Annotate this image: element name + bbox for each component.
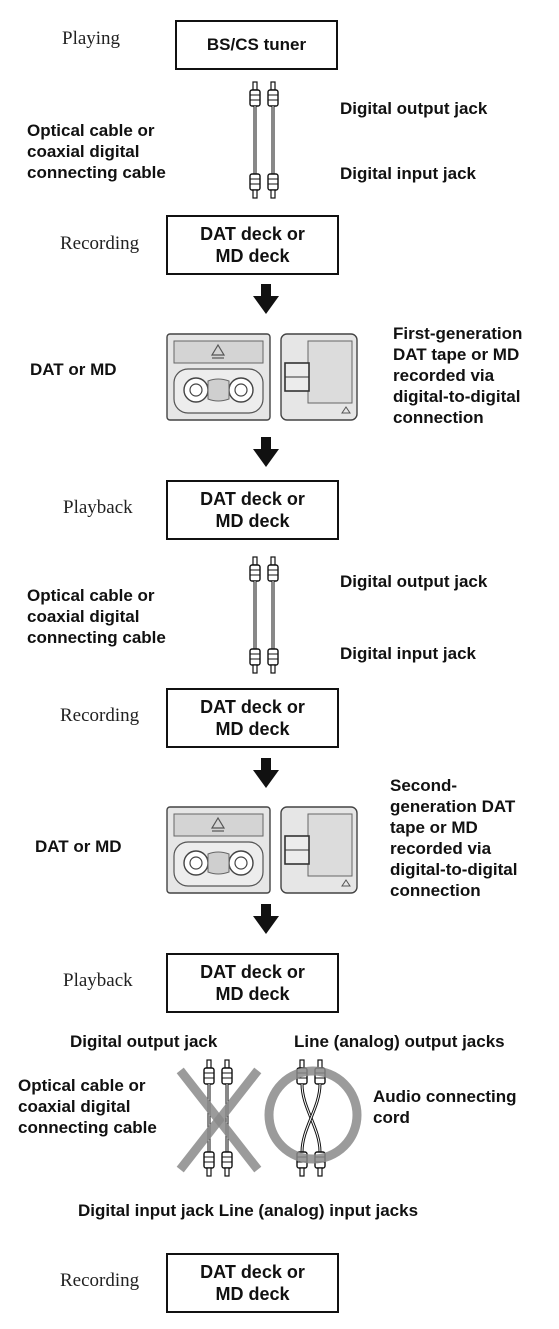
label-line-output-jacks: Line (analog) output jacks (294, 1032, 505, 1051)
label-digital-output-jack: Digital output jack (340, 99, 488, 118)
label-dat-or-md: DAT or MD (35, 837, 122, 856)
label-digital-input-jack: Digital input jack (340, 644, 477, 663)
label-input-jacks: Digital input jack Line (analog) input j… (78, 1201, 419, 1220)
step-label-playback: Playback (63, 970, 133, 991)
connection-cable-icon (249, 81, 279, 199)
label-cable: Optical cable or coaxial digital connect… (27, 121, 166, 182)
prohibited-x-icon (176, 1067, 262, 1173)
step-label-playing: Playing (62, 28, 121, 49)
label-digital-output-jack: Digital output jack (70, 1032, 218, 1051)
connection-cable-icon (249, 556, 279, 674)
down-arrow-icon (253, 284, 279, 314)
down-arrow-icon (253, 437, 279, 467)
device-box-deck: DAT deck or MD deck (166, 215, 339, 275)
device-box-tuner: BS/CS tuner (175, 20, 338, 70)
device-box-deck: DAT deck or MD deck (166, 1253, 339, 1313)
label-digital-input-jack: Digital input jack (340, 164, 477, 183)
label-first-generation: First-generation DAT tape or MD recorded… (393, 324, 523, 427)
device-box-deck: DAT deck or MD deck (166, 953, 339, 1013)
step-label-recording: Recording (60, 233, 140, 254)
minidisc-icon (280, 333, 358, 421)
minidisc-icon (280, 806, 358, 894)
step-label-playback: Playback (63, 497, 133, 518)
label-cable: Optical cable or coaxial digital connect… (27, 586, 166, 647)
device-box-deck: DAT deck or MD deck (166, 688, 339, 748)
label-second-generation: Second- generation DAT tape or MD record… (390, 776, 518, 900)
label-dat-or-md: DAT or MD (30, 360, 117, 379)
down-arrow-icon (253, 758, 279, 788)
dat-cassette-icon (166, 806, 271, 894)
dat-cassette-icon (166, 333, 271, 421)
allowed-circle-icon (264, 1066, 362, 1164)
step-label-recording: Recording (60, 705, 140, 726)
label-cable: Optical cable or coaxial digital connect… (18, 1076, 157, 1137)
label-digital-output-jack: Digital output jack (340, 572, 488, 591)
label-audio-connecting-cord: Audio connecting cord (373, 1087, 517, 1127)
device-box-deck: DAT deck or MD deck (166, 480, 339, 540)
connection-cable-icon (203, 1059, 233, 1177)
step-label-recording: Recording (60, 1270, 140, 1291)
down-arrow-icon (253, 904, 279, 934)
